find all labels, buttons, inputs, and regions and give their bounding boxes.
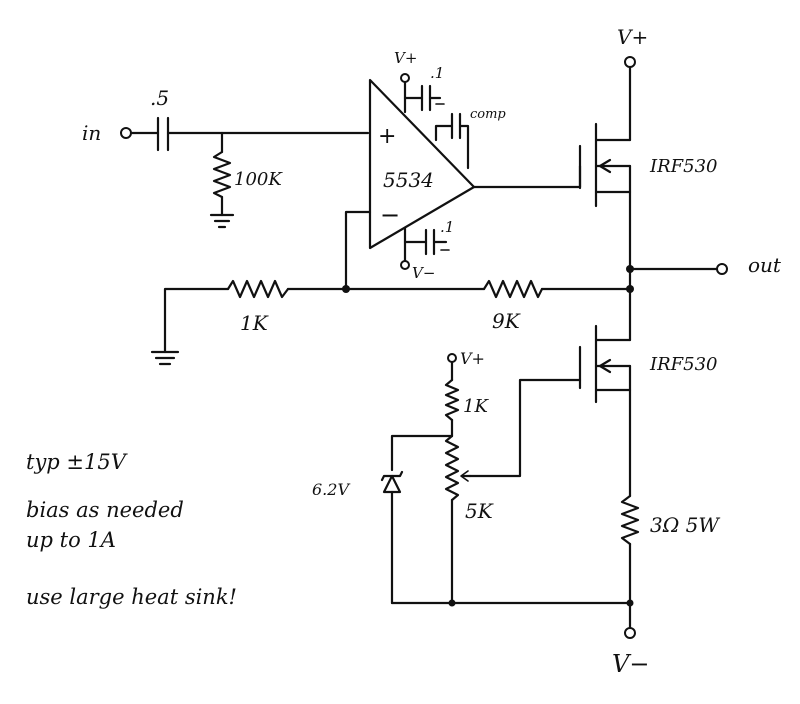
mosfet-top-label: IRF530 — [649, 156, 718, 177]
vplus-top-label: V+ — [617, 25, 648, 49]
bias-vplus-label: V+ — [460, 349, 485, 368]
vminus-bottom-terminal — [624, 627, 636, 639]
resistor-9k — [344, 279, 632, 299]
zener-label: 6.2V — [312, 480, 350, 499]
vminus-bottom-label: V− — [612, 650, 649, 678]
opamp-minus-label: − — [380, 201, 400, 229]
vplus-top-terminal — [624, 56, 636, 68]
resistor-9k-label: 9K — [492, 309, 521, 333]
resistor-1k-feedback-label: 1K — [240, 311, 269, 335]
opamp-vplus-supply — [400, 73, 445, 114]
opamp-vminus-supply — [400, 226, 450, 270]
note-bias: bias as needed — [26, 498, 184, 522]
input-capacitor — [129, 116, 370, 152]
note-supply: typ ±15V — [26, 450, 128, 474]
opamp-vplus-cap-label: .1 — [430, 64, 444, 82]
compensation-label: comp — [470, 107, 506, 122]
output-wire — [628, 263, 728, 275]
zener-diode — [380, 434, 454, 605]
input-terminal — [120, 127, 132, 139]
input-capacitor-label: .5 — [150, 86, 169, 110]
resistor-1k-bias — [444, 360, 460, 438]
note-current: up to 1A — [26, 528, 116, 552]
bias-vplus-terminal — [447, 353, 457, 363]
resistor-source-label: 3Ω 5W — [650, 513, 720, 537]
resistor-1k-feedback — [150, 279, 348, 366]
resistor-100k-label: 100K — [234, 169, 283, 190]
opamp-vplus-label: V+ — [394, 49, 417, 67]
resistor-100k — [209, 131, 235, 229]
resistor-source — [620, 494, 640, 630]
mosfet-top — [578, 65, 632, 271]
opamp-vminus-label: V− — [412, 264, 435, 282]
bias-junction — [448, 599, 456, 607]
opamp-plus-label: + — [378, 124, 396, 149]
output-label: out — [748, 253, 782, 277]
opamp-output-wire — [472, 164, 582, 189]
note-heatsink: use large heat sink! — [26, 585, 237, 609]
potentiometer-5k — [444, 434, 472, 605]
opamp-vminus-cap-label: .1 — [440, 218, 454, 236]
potentiometer-5k-label: 5K — [465, 499, 494, 523]
input-label: in — [82, 121, 101, 145]
opamp-triangle — [368, 78, 476, 250]
compensation-capacitor — [434, 112, 470, 170]
vminus-junction — [626, 599, 634, 607]
feedback-output-junction — [626, 285, 634, 293]
mosfet-bottom — [468, 324, 632, 498]
inverting-input-wire — [344, 210, 372, 291]
opamp-part-label: 5534 — [383, 168, 434, 192]
mosfet-bottom-label: IRF530 — [649, 354, 718, 375]
resistor-1k-bias-label: 1K — [463, 396, 489, 417]
